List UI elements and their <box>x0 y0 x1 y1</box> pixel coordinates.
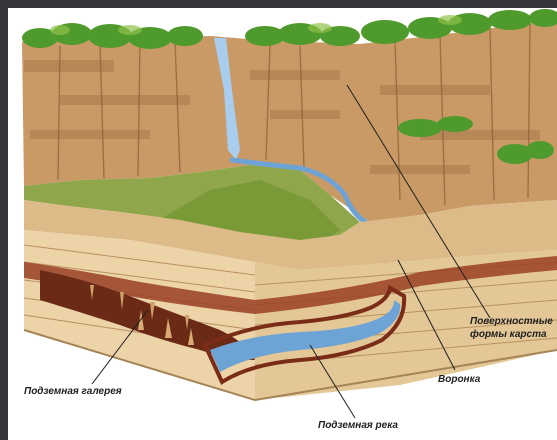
surface-karst-label: Поверхностные формы карста <box>470 315 553 341</box>
river-label: Подземная река <box>318 419 398 432</box>
sinkhole-label: Воронка <box>438 373 480 386</box>
surface-karst-label-line2: формы карста <box>470 328 553 341</box>
surface-karst-label-line1: Поверхностные <box>470 315 553 328</box>
gallery-label: Подземная галерея <box>24 385 122 398</box>
